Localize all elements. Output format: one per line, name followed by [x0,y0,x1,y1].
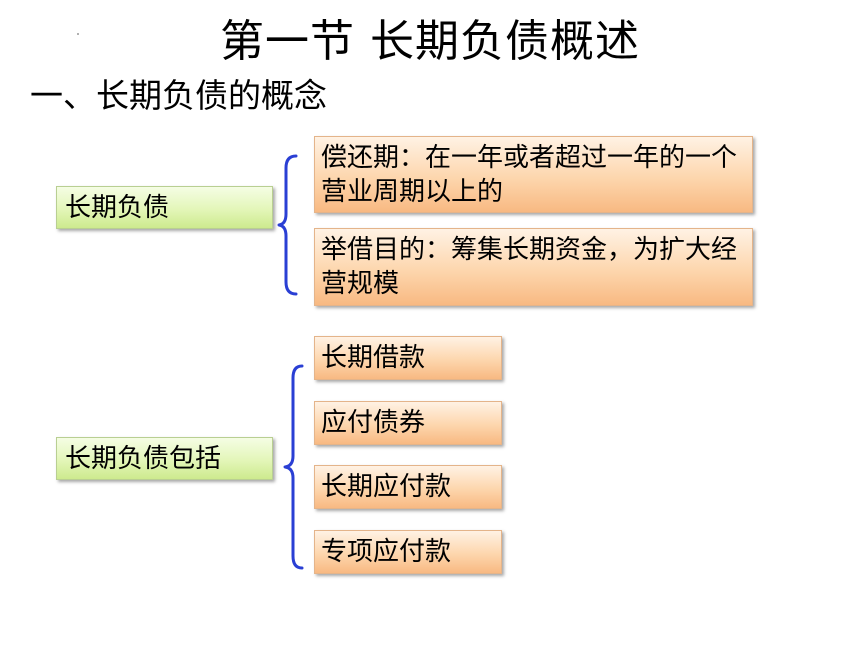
concept-brace [277,154,298,296]
concept-item-purpose: 举借目的：筹集长期资金，为扩大经营规模 [314,228,753,306]
concept-label-box: 长期负债 [56,186,273,229]
includes-brace [283,364,304,570]
includes-item-bonds-payable: 应付债券 [314,401,502,445]
decorative-dot [77,33,79,35]
section-heading: 一、长期负债的概念 [30,76,327,115]
includes-item-special-payables: 专项应付款 [314,530,502,574]
includes-item-long-term-loan: 长期借款 [314,336,502,380]
includes-label-box: 长期负债包括 [56,437,273,480]
page-title: 第一节 长期负债概述 [220,16,640,67]
includes-item-long-term-payables: 长期应付款 [314,465,502,509]
concept-item-repayment: 偿还期：在一年或者超过一年的一个营业周期以上的 [314,136,753,213]
